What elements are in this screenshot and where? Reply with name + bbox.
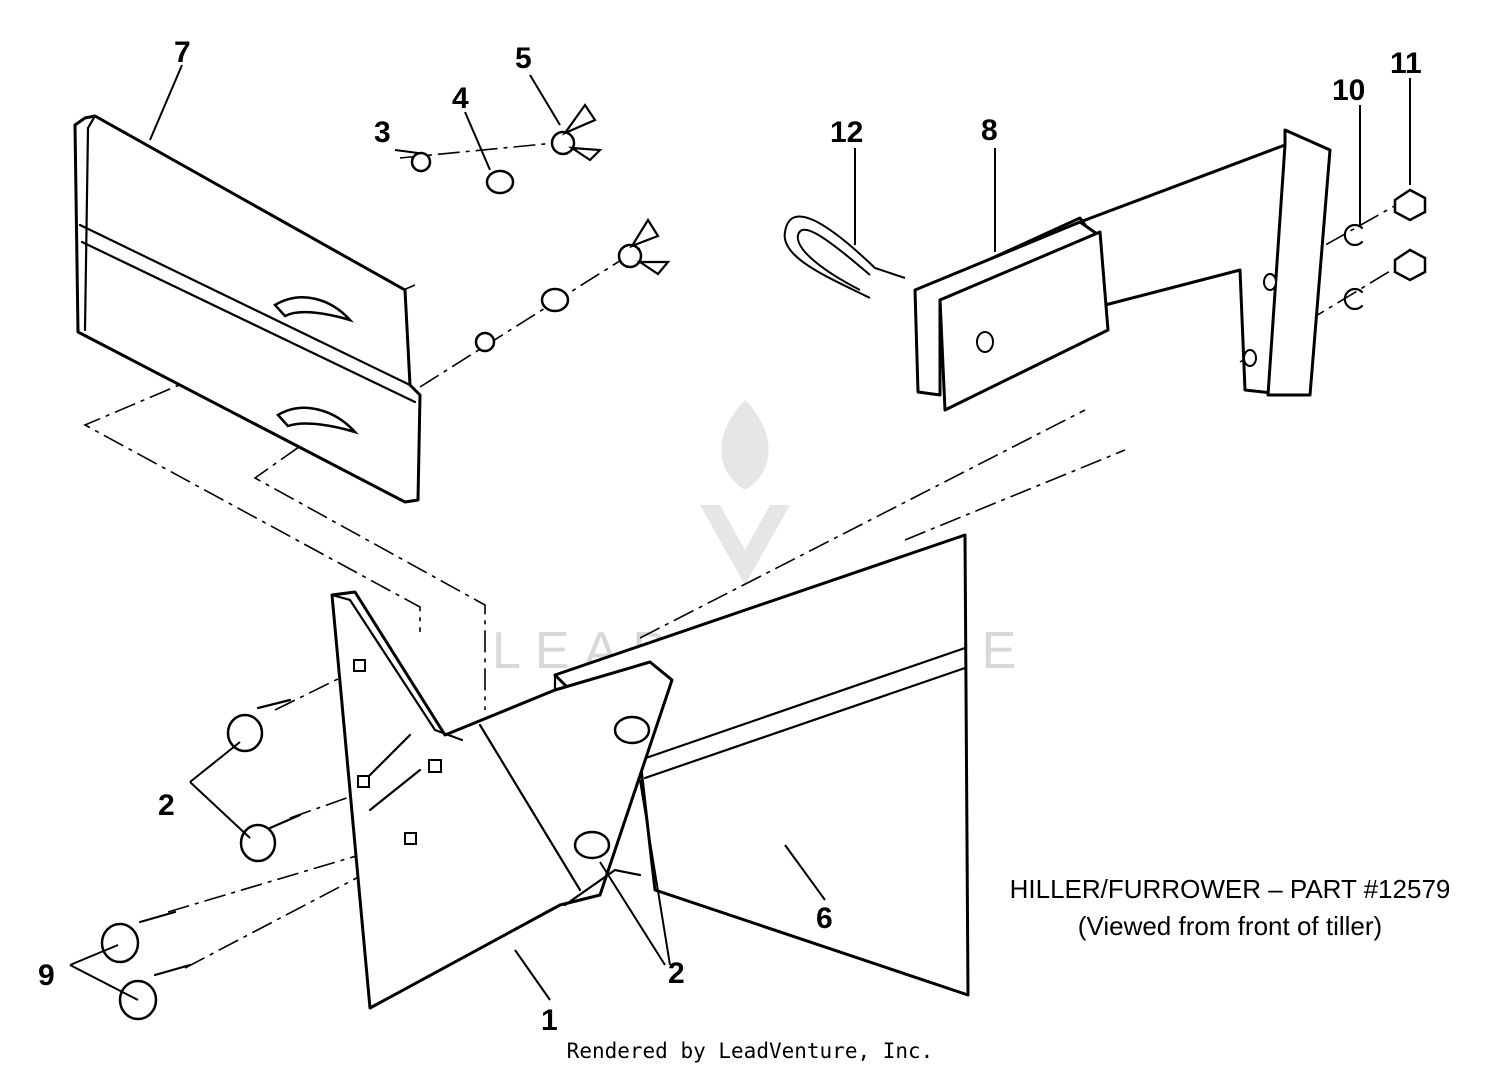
callout-5: 5 (515, 42, 532, 75)
callout-10: 10 (1332, 74, 1365, 107)
hardware (410, 103, 1427, 353)
leader-lines (69, 64, 1411, 1001)
adjustment-slot (273, 296, 354, 323)
watermark-flame-icon (721, 400, 769, 490)
diagram-subtitle: (Viewed from front of tiller) (1078, 911, 1382, 941)
callout-9: 9 (38, 959, 55, 992)
square-hole (357, 775, 370, 788)
wing-nut-icon (550, 103, 603, 162)
callout-2: 2 (158, 789, 175, 822)
c-clip-icon (1343, 287, 1364, 311)
callout-6: 6 (816, 902, 833, 935)
wing-nut-icon (617, 217, 671, 276)
callout-4: 4 (452, 82, 469, 115)
carriage-bolt-icon (100, 910, 177, 964)
hitch-pin-part-12 (783, 215, 906, 299)
carriage-bolt-icon (226, 698, 292, 753)
plate-hole (613, 715, 651, 745)
callout-7: 7 (174, 36, 191, 69)
lock-washer-icon (474, 331, 496, 353)
callout-3: 3 (374, 116, 391, 149)
carriage-bolts (100, 698, 302, 1021)
callout-numbers: 7 5 4 3 12 8 10 11 2 6 2 9 1 (38, 36, 1422, 1037)
callout-12: 12 (830, 116, 863, 149)
adjustment-slot (276, 406, 359, 435)
callout-1: 1 (541, 1004, 558, 1037)
wing-plate-part-7 (73, 114, 422, 504)
callout-2: 2 (668, 957, 685, 990)
wing-blade-part-6 (553, 533, 970, 997)
depth-bar-part-8 (913, 128, 1332, 412)
credit-text: Rendered by LeadVenture, Inc. (567, 1039, 934, 1063)
carriage-bolt-icon (239, 813, 302, 863)
square-hole (353, 659, 366, 672)
callout-11: 11 (1390, 47, 1422, 80)
flat-washer-icon (485, 169, 515, 195)
hex-nut-icon (1393, 188, 1427, 222)
square-hole (404, 832, 417, 845)
center-plate-part-1 (330, 590, 674, 1010)
lock-washer-icon (410, 151, 432, 173)
callout-8: 8 (981, 114, 998, 147)
plate-hole (573, 830, 611, 860)
diagram-title: HILLER/FURROWER – PART #12579 (1010, 874, 1451, 904)
flat-washer-icon (540, 287, 570, 313)
c-clip-icon (1343, 223, 1364, 247)
watermark-v-icon (700, 505, 790, 585)
hex-nut-icon (1393, 248, 1427, 282)
carriage-bolt-icon (118, 963, 192, 1021)
square-hole (428, 759, 442, 773)
